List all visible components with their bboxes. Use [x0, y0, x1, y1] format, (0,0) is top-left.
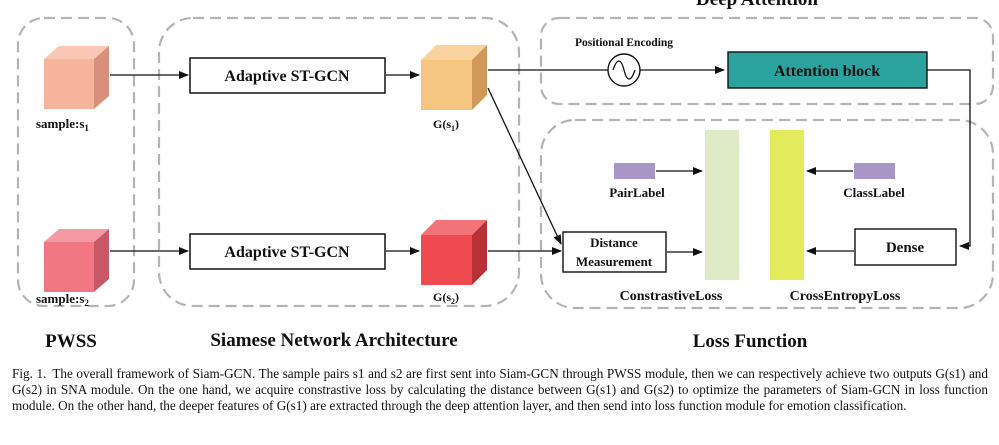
- sample-s2-label: sample:s2: [36, 291, 89, 308]
- dense-box: [854, 228, 957, 266]
- deep-attention-title: Deep Attention: [696, 0, 818, 10]
- framework-diagram: Deep Attention PWSS Siamese Network Arch…: [16, 0, 995, 350]
- deep-attention-panel: [539, 16, 995, 106]
- distance-label-line2: Measurement: [576, 254, 653, 269]
- stgcn-bottom-box: [189, 233, 386, 270]
- caption-text: The overall framework of Siam-GCN. The s…: [12, 366, 988, 413]
- figure-number: Fig. 1.: [12, 366, 47, 381]
- cross-entropy-loss-label: CrossEntropyLoss: [790, 289, 901, 304]
- dense-label: Dense: [886, 240, 925, 256]
- pwss-panel: [16, 16, 136, 308]
- distance-label-line1: Distance: [590, 235, 638, 250]
- stgcn-top-label: Adaptive ST-GCN: [224, 68, 350, 85]
- g-s2-label: G(s2): [433, 290, 459, 306]
- pair-label-swatch: [614, 163, 655, 179]
- stgcn-top-box: [189, 57, 386, 94]
- siamese-title: Siamese Network Architecture: [210, 330, 457, 350]
- sample-s2-cube: [44, 229, 109, 292]
- class-label-text: ClassLabel: [843, 185, 905, 200]
- loss-function-title: Loss Function: [693, 331, 808, 350]
- loss-function-panel: [539, 118, 995, 310]
- sample-s1-cube: [44, 46, 109, 109]
- pwss-title: PWSS: [45, 331, 97, 350]
- attention-block: [727, 51, 928, 89]
- siamese-panel: [157, 16, 521, 308]
- positional-encoding-label: Positional Encoding: [575, 37, 673, 49]
- sine-wave-icon: [612, 60, 636, 80]
- g-s1-label: G(s1): [433, 117, 459, 133]
- distance-measurement-box: [562, 231, 667, 273]
- class-label-swatch: [854, 163, 895, 179]
- stgcn-bottom-label: Adaptive ST-GCN: [224, 244, 350, 261]
- arrow-attention-to-dense: [927, 69, 971, 250]
- pair-label-text: PairLabel: [609, 185, 665, 200]
- constrastive-loss-bar: [705, 130, 739, 280]
- g-s1-cube: [421, 45, 487, 110]
- constrastive-loss-label: ConstrastiveLoss: [620, 289, 723, 304]
- figure-caption: Fig. 1.The overall framework of Siam-GCN…: [12, 366, 988, 414]
- sample-s1-label: sample:s1: [36, 116, 89, 133]
- g-s2-cube: [421, 220, 487, 285]
- arrow-g1-to-distance: [487, 87, 562, 245]
- attention-block-label: Attention block: [774, 63, 880, 80]
- cross-entropy-loss-bar: [770, 130, 804, 280]
